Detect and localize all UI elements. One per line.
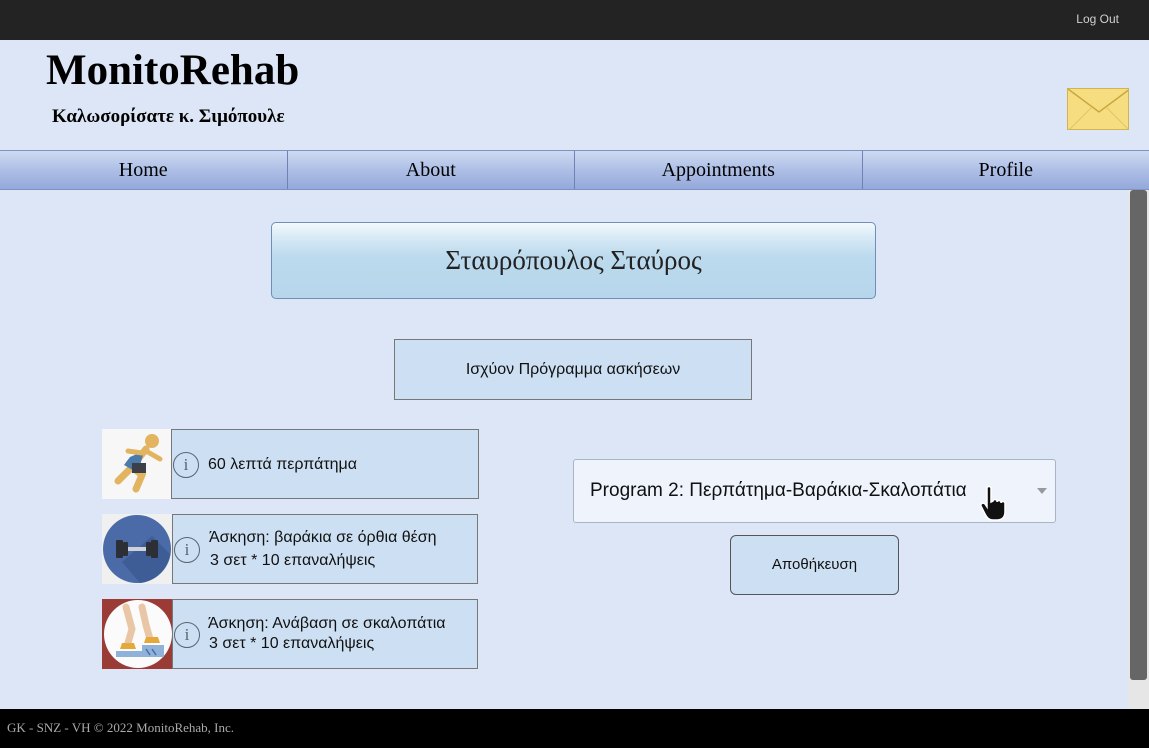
exercise-item: i Άσκηση: βαράκια σε όρθια θέση 3 σετ * …: [102, 514, 478, 584]
info-icon[interactable]: i: [174, 537, 200, 563]
exercise-info-box: i Άσκηση: βαράκια σε όρθια θέση 3 σετ * …: [172, 514, 478, 584]
app-title: MonitoRehab: [46, 47, 300, 94]
exercise-sets: 3 σετ * 10 επαναλήψεις: [209, 635, 375, 652]
program-select[interactable]: Program 2: Περπάτημα-Βαράκια-Σκαλοπάτια: [573, 459, 1056, 523]
main-content: Σταυρόπουλος Σταύρος Ισχύον Πρόγραμμα ασ…: [0, 190, 1128, 709]
nav-profile[interactable]: Profile: [978, 159, 1033, 181]
scrollbar-thumb[interactable]: [1130, 190, 1147, 680]
footer: GK - SNZ - VH © 2022 MonitoRehab, Inc.: [0, 709, 1149, 748]
save-button[interactable]: Αποθήκευση: [730, 535, 899, 595]
nav-appointments[interactable]: Appointments: [575, 151, 863, 189]
footer-copyright: GK - SNZ - VH © 2022 MonitoRehab, Inc.: [7, 720, 235, 735]
info-icon[interactable]: i: [174, 622, 200, 648]
nav-home[interactable]: Home: [0, 151, 288, 189]
patient-name-banner: Σταυρόπουλος Σταύρος: [271, 222, 876, 299]
exercise-sets: 3 σετ * 10 επαναλήψεις: [210, 552, 376, 569]
scrollbar[interactable]: [1128, 190, 1149, 709]
program-heading: Ισχύον Πρόγραμμα ασκήσεων: [394, 339, 752, 400]
top-bar: Log Out: [0, 0, 1149, 40]
envelope-icon[interactable]: [1067, 88, 1129, 130]
exercise-description: 60 λεπτά περπάτημα: [208, 456, 357, 473]
exercise-item: i 60 λεπτά περπάτημα: [102, 429, 479, 499]
exercise-description: Άσκηση: βαράκια σε όρθια θέση: [209, 529, 437, 546]
exercise-description: Άσκηση: Ανάβαση σε σκαλοπάτια: [208, 615, 446, 632]
header: MonitoRehab Καλωσορίσατε κ. Σιμόπουλε: [0, 40, 1149, 150]
exercise-info-box: i Άσκηση: Ανάβαση σε σκαλοπάτια 3 σετ * …: [172, 599, 478, 669]
stair-climbing-icon: [102, 599, 172, 669]
program-select-value: Program 2: Περπάτημα-Βαράκια-Σκαλοπάτια: [590, 480, 967, 501]
logout-link[interactable]: Log Out: [1076, 12, 1119, 26]
info-icon[interactable]: i: [173, 452, 199, 478]
dumbbell-icon: [102, 514, 172, 584]
exercise-info-box: i 60 λεπτά περπάτημα: [171, 429, 479, 499]
exercise-item: i Άσκηση: Ανάβαση σε σκαλοπάτια 3 σετ * …: [102, 599, 478, 669]
running-person-icon: [102, 429, 172, 499]
nav-about[interactable]: About: [288, 151, 575, 189]
main-nav: Home About Appointments Profile: [0, 150, 1149, 190]
chevron-down-icon: [1037, 488, 1047, 494]
welcome-message: Καλωσορίσατε κ. Σιμόπουλε: [52, 106, 285, 127]
